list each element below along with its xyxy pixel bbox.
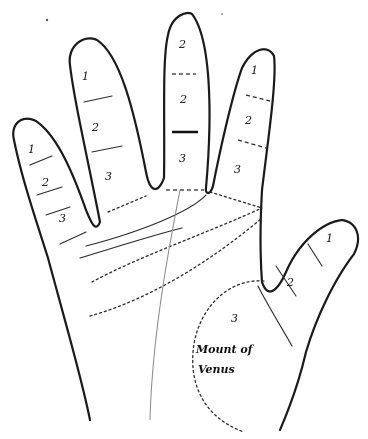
ring-finger-phalanx-1: 1 [82,70,89,83]
index-finger-phalanx-3: 3 [234,163,241,176]
index-finger-divider [238,140,266,148]
little-finger-divider [37,187,62,195]
ring-finger-divider [108,196,146,212]
little-finger-divider [30,156,52,165]
speck [221,13,223,15]
venus-mount-curve [193,281,264,432]
little-finger-divider [60,232,86,244]
thumb-phalanx-3: 3 [231,312,238,325]
little-finger-phalanx-2: 2 [41,176,49,189]
little-finger-divider [46,207,70,215]
thumb-divider [308,244,322,266]
ring-finger-divider [92,146,122,152]
crease-line [92,208,262,282]
index-finger-divider [210,192,262,208]
crease-line [90,218,262,316]
index-finger-divider [246,95,270,101]
little-finger-phalanx-3: 3 [59,212,66,225]
mount-of-venus-label: Mount of [195,343,255,356]
index-finger-phalanx-1: 1 [251,64,258,77]
ring-finger-phalanx-2: 2 [91,121,99,134]
ring-finger-phalanx-3: 3 [105,170,112,183]
palm-line [258,286,292,346]
venus-label: Venus [198,363,235,376]
speck [46,19,48,21]
thumb-phalanx-2: 2 [286,276,294,289]
thumb-phalanx-1: 1 [326,232,333,245]
middle-finger-phalanx-2: 2 [179,93,187,106]
index-finger-phalanx-2: 2 [244,114,252,127]
little-finger-phalanx-1: 1 [28,143,35,156]
middle-finger-phalanx-1: 2 [178,38,186,51]
ring-finger-divider [84,96,112,102]
middle-finger-phalanx-3: 3 [179,152,186,165]
